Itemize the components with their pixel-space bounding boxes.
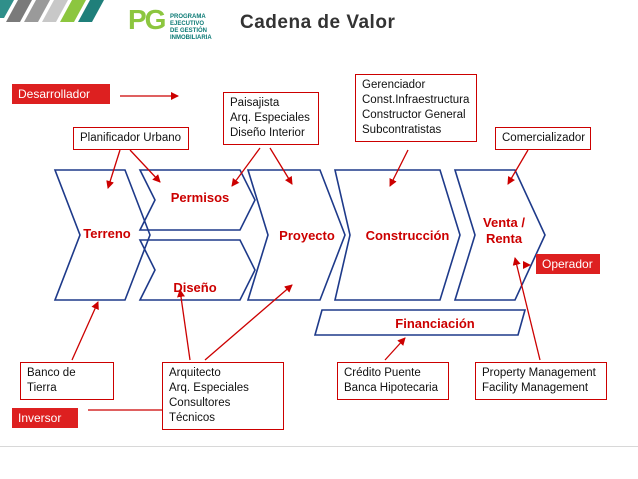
actor-inversor: Inversor [12, 408, 78, 428]
box-paisajista: Paisajista Arq. Especiales Diseño Interi… [223, 92, 319, 145]
arrow-gerenciador-construccion [389, 149, 409, 187]
box-banco: Banco de Tierra [20, 362, 114, 400]
logo-graphic-icon [0, 0, 104, 22]
arrow-paisajista-permisos [231, 147, 261, 187]
stage-permisos-shape [138, 169, 256, 231]
logo-mark: PG [128, 4, 166, 35]
stage-venta-shape [453, 169, 546, 301]
arrow-comercializador-venta [507, 149, 529, 185]
actor-operador: Operador [536, 254, 600, 274]
arrow-arquitecto-diseno [177, 289, 191, 361]
stage-permisos: Permisos [170, 190, 230, 205]
box-planificador: Planificador Urbano [73, 127, 189, 150]
stage-financiacion-shape [313, 309, 527, 336]
page-title: Cadena de Valor [240, 12, 396, 33]
stage-terreno-shape [53, 169, 151, 301]
arrow-arquitecto-proyecto [204, 284, 293, 361]
box-gerenciador: Gerenciador Const.Infraestructura Constr… [355, 74, 477, 142]
stage-diseno-shape [138, 239, 256, 301]
stage-construccion-shape [333, 169, 461, 301]
stage-venta-line1: Venta / [483, 215, 525, 230]
box-arquitecto: Arquitecto Arq. Especiales Consultores T… [162, 362, 284, 430]
logo: PG PROGRAMA EJECUTIVO DE GESTIÓN INMOBIL… [0, 0, 230, 45]
box-credito: Crédito Puente Banca Hipotecaria [337, 362, 449, 400]
actor-desarrollador: Desarrollador [12, 84, 110, 104]
box-comercializador: Comercializador [495, 127, 591, 150]
arrow-banco-terreno [71, 301, 99, 361]
arrow-property-venta [512, 257, 541, 361]
stage-proyecto-shape [246, 169, 346, 301]
box-property: Property Management Facility Management [475, 362, 607, 400]
footer-divider [0, 446, 638, 447]
arrow-paisajista-proyecto [269, 147, 293, 185]
stage-terreno: Terreno [83, 226, 131, 241]
stage-construccion: Construcción [365, 228, 450, 243]
stage-venta: Venta / Renta [478, 215, 530, 247]
arrow-planificador-permisos [129, 149, 161, 183]
stage-venta-line2: Renta [485, 231, 523, 246]
arrow-credito-financiacion [384, 337, 406, 361]
logo-caption: PROGRAMA EJECUTIVO DE GESTIÓN INMOBILIAR… [170, 14, 212, 41]
stage-financiacion: Financiación [395, 316, 475, 331]
arrow-planificador-terreno [106, 149, 121, 189]
stage-proyecto: Proyecto [279, 228, 335, 243]
stage-diseno: Diseño [173, 280, 217, 295]
